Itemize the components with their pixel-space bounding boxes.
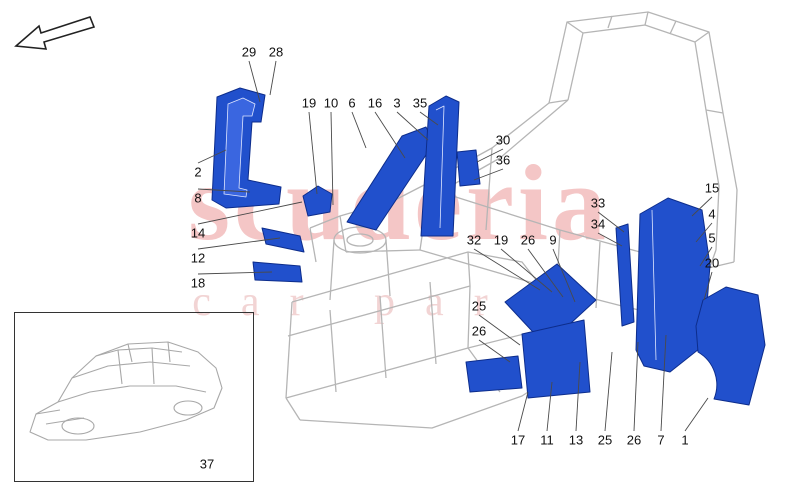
callout-15[interactable]: 15 <box>704 180 720 196</box>
callout-14[interactable]: 14 <box>190 225 206 241</box>
callout-26[interactable]: 26 <box>520 232 536 248</box>
callout-37[interactable]: 37 <box>199 456 215 472</box>
callout-10[interactable]: 10 <box>323 95 339 111</box>
callout-11[interactable]: 11 <box>540 432 554 448</box>
highlighted-parts[interactable] <box>211 87 766 406</box>
callout-3[interactable]: 3 <box>393 95 401 111</box>
callout-35[interactable]: 35 <box>412 95 428 111</box>
callout-30[interactable]: 30 <box>495 132 511 148</box>
callout-32[interactable]: 32 <box>466 232 482 248</box>
callout-26[interactable]: 26 <box>626 432 642 448</box>
callout-16[interactable]: 16 <box>367 95 383 111</box>
callout-18[interactable]: 18 <box>190 275 206 291</box>
part-arch-piece <box>521 319 591 399</box>
inset-car-drawing <box>29 341 223 441</box>
callout-2[interactable]: 2 <box>194 164 202 180</box>
callout-26[interactable]: 26 <box>471 323 487 339</box>
callout-34[interactable]: 34 <box>590 216 606 232</box>
callout-25[interactable]: 25 <box>471 298 487 314</box>
callout-19[interactable]: 19 <box>301 95 317 111</box>
inset-box <box>14 312 254 482</box>
callout-20[interactable]: 20 <box>704 255 720 271</box>
callout-6[interactable]: 6 <box>348 95 356 111</box>
callout-33[interactable]: 33 <box>590 195 606 211</box>
callout-5[interactable]: 5 <box>708 230 716 246</box>
callout-28[interactable]: 28 <box>268 44 284 60</box>
callout-17[interactable]: 17 <box>510 432 526 448</box>
callout-29[interactable]: 29 <box>241 44 257 60</box>
callout-8[interactable]: 8 <box>194 190 202 206</box>
callout-4[interactable]: 4 <box>708 206 716 222</box>
callout-1[interactable]: 1 <box>681 432 689 448</box>
callout-25[interactable]: 25 <box>597 432 613 448</box>
callout-9[interactable]: 9 <box>549 232 557 248</box>
callout-12[interactable]: 12 <box>190 250 206 266</box>
callout-36[interactable]: 36 <box>495 152 511 168</box>
callout-19[interactable]: 19 <box>493 232 509 248</box>
part-quarter-outer <box>695 286 766 406</box>
callout-13[interactable]: 13 <box>568 432 584 448</box>
direction-arrow-icon <box>14 16 96 50</box>
callout-7[interactable]: 7 <box>657 432 665 448</box>
